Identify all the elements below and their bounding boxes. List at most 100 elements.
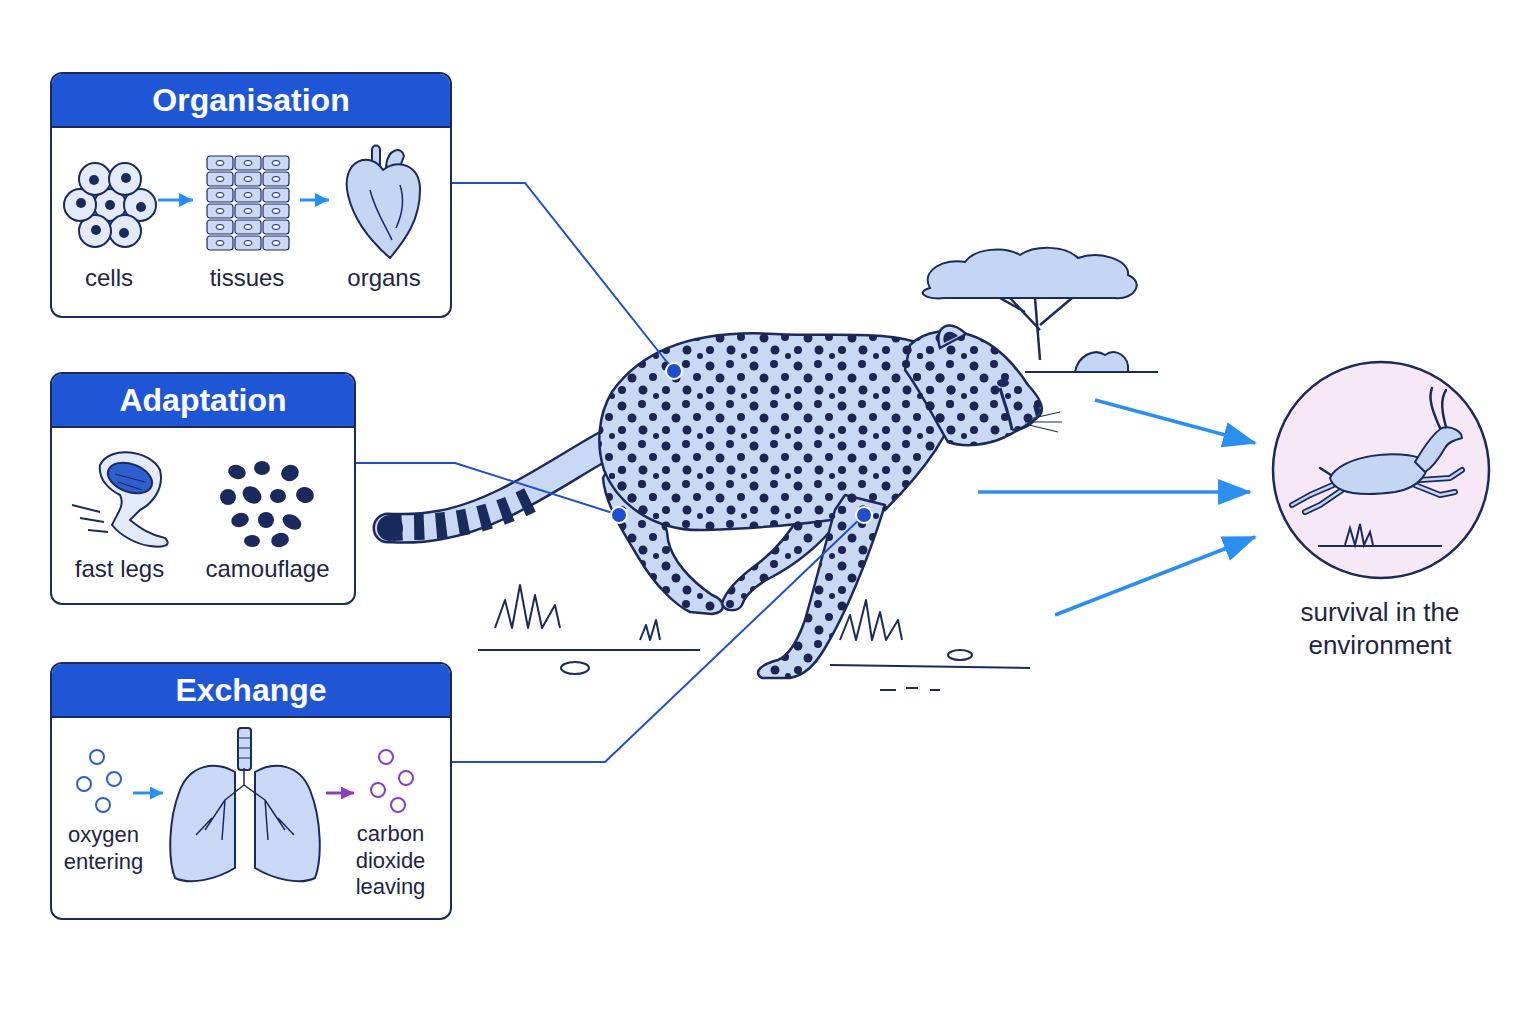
grass [478, 585, 1030, 690]
gazelle-ground [1345, 524, 1373, 545]
flow-arrow [300, 199, 329, 202]
panel-title: Exchange [175, 672, 326, 709]
leader-dot [611, 363, 872, 523]
icon-item: tissues [203, 159, 291, 293]
outcome-label: survival in the environment [1255, 596, 1505, 662]
oxygen-molecules [107, 772, 121, 786]
cells-icon [119, 228, 129, 238]
cheetah [1012, 418, 1036, 430]
camouflage-icon [239, 483, 265, 508]
gazelle [1292, 388, 1462, 512]
leg-icon [100, 452, 168, 546]
cells-icon [89, 175, 99, 185]
lungs-icon [238, 738, 251, 758]
leg-icon [104, 457, 157, 499]
camouflage-icon [270, 489, 286, 503]
camouflage-icon [280, 511, 304, 533]
camouflage-icon [229, 510, 251, 529]
grass [840, 600, 902, 640]
leader-dot [666, 363, 682, 379]
icon-item: camouflage [198, 434, 338, 584]
leader-dot [856, 507, 872, 523]
leg-icon [72, 505, 108, 532]
leader-dot [611, 507, 627, 523]
oxygen-molecules [77, 750, 121, 812]
gazelle-ground [1318, 545, 1442, 547]
grass [561, 662, 589, 674]
cells-icon [76, 198, 86, 208]
oxygen-molecules [90, 750, 104, 764]
lungs-icon [255, 766, 320, 881]
cells-icon [76, 173, 146, 238]
carbon-dioxide-molecules [399, 771, 413, 785]
oxygen-molecules [77, 777, 91, 791]
item-label: camouflage [205, 555, 329, 584]
camouflage-icon [244, 535, 260, 547]
panel-header: Adaptation [52, 374, 354, 428]
cheetah [938, 326, 966, 348]
circle-caption: survival in the environment [1255, 596, 1505, 662]
camouflage-icon [269, 531, 290, 549]
flow-arrow [158, 199, 193, 202]
item-label: carbon dioxide leaving [346, 821, 436, 900]
outcome-circle: survival in the environment [1255, 360, 1505, 660]
leg-icon [115, 474, 145, 490]
cheetah [392, 500, 530, 528]
cells-icon [64, 163, 156, 247]
panel-title: Adaptation [119, 382, 286, 419]
acacia-tree [1000, 298, 1072, 360]
carbon-dioxide-molecules [371, 783, 385, 797]
cheetah [943, 332, 958, 343]
flow-arrow [133, 792, 163, 795]
cheetah [997, 379, 1009, 387]
lungs-icon [170, 766, 235, 881]
camouflage-icon [220, 489, 236, 505]
icon-item: cells [68, 159, 150, 293]
cells-icon [91, 225, 101, 235]
acacia-tree [1025, 371, 1158, 373]
camouflage-icon [254, 461, 270, 475]
acacia-tree [923, 248, 1137, 298]
topic-panel: Organisation cells tissues organs [50, 72, 452, 318]
tissue-icon [206, 155, 290, 251]
topic-panel: Adaptation fast legs camouflage [50, 372, 356, 605]
grass [478, 649, 700, 651]
item-label: tissues [210, 264, 285, 293]
gazelle [1292, 470, 1462, 512]
leader-line [452, 183, 674, 371]
cheetah [1000, 388, 1012, 430]
grass [830, 665, 1030, 668]
survival-arrow [978, 490, 1250, 494]
leader-line [356, 463, 619, 515]
cells-icon [136, 202, 146, 212]
cheetah-spots [599, 331, 1042, 678]
lungs-icon [238, 728, 251, 770]
topic-panel: Exchange oxygen entering carbon dioxide le… [50, 662, 452, 920]
gazelle [1330, 454, 1427, 494]
cells-icon [64, 163, 156, 247]
item-label: oxygen entering [54, 822, 154, 875]
item-label: organs [347, 264, 420, 293]
carbon-dioxide-molecules [379, 750, 393, 764]
cheetah [377, 515, 403, 541]
cells-icon [121, 173, 131, 183]
icon-item: carbon dioxide leaving [346, 744, 436, 901]
heart-icon [347, 160, 420, 258]
survival-arrow [1095, 400, 1255, 443]
oxygen-molecules [96, 798, 110, 812]
grass [495, 585, 560, 628]
cheetah [1025, 412, 1062, 432]
panel-header: Organisation [52, 74, 450, 128]
cheetah [1033, 405, 1043, 417]
circle-outline [1273, 362, 1489, 578]
item-label: fast legs [75, 555, 164, 584]
survival-arrow [978, 400, 1255, 615]
grass [880, 688, 940, 690]
carbon-dioxide-molecules [371, 750, 413, 812]
cells-icon [105, 200, 115, 210]
camouflage-icon [258, 512, 274, 528]
grass [948, 650, 972, 660]
panel-title: Organisation [152, 82, 349, 119]
panel-header: Exchange [52, 664, 450, 718]
